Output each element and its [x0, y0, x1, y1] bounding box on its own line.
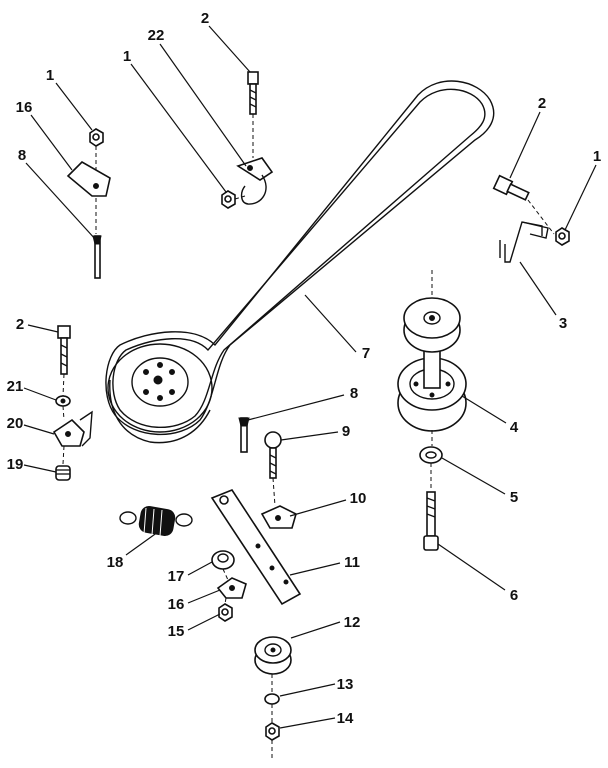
callout-10: 10: [350, 490, 367, 507]
callout-22: 22: [148, 27, 165, 44]
washer-21: [55, 395, 71, 407]
spacer-17: [211, 550, 235, 570]
idler-arm-11: [210, 489, 302, 606]
callout-12: 12: [344, 614, 361, 631]
hook-bracket-22: [236, 157, 274, 205]
bracket-10: [260, 505, 297, 529]
callout-1-right: 1: [593, 148, 601, 165]
bracket-20: [52, 410, 93, 447]
callout-4: 4: [510, 419, 519, 436]
idler-pulley-12: [254, 636, 292, 675]
callout-7: 7: [362, 345, 370, 362]
callout-13: 13: [337, 676, 354, 693]
bolt-2-top: [247, 71, 259, 115]
callout-15: 15: [168, 623, 185, 640]
callout-2-right: 2: [538, 95, 546, 112]
engine-pulley: [107, 343, 213, 433]
bracket-16-top: [66, 161, 111, 197]
stud-8-mid: [238, 417, 250, 453]
nut-top-left: [89, 128, 104, 147]
idler-pulley-4: [397, 297, 467, 432]
bolt-9: [264, 431, 282, 479]
callout-16-top: 16: [16, 99, 33, 116]
callout-5: 5: [510, 489, 518, 506]
callout-labels: 2 22 1 1 16 8 2 1 3 7 2 21 20 19 8 9 4 5…: [7, 10, 602, 727]
spacer-19: [55, 465, 71, 481]
leader-lines: [23, 25, 597, 729]
bracket-3: [499, 221, 549, 263]
spacer-5: [419, 446, 443, 464]
callout-6: 6: [510, 587, 518, 604]
callout-21: 21: [7, 378, 24, 395]
nut-1-right: [555, 227, 570, 246]
nut-15: [218, 603, 233, 622]
callout-8-top: 8: [18, 147, 26, 164]
callout-1-top-left: 1: [46, 67, 54, 84]
bracket-16-bottom: [216, 577, 247, 599]
callout-14: 14: [337, 710, 354, 727]
bolt-6: [423, 491, 439, 551]
bolt-2-left: [57, 325, 71, 375]
callout-8-mid: 8: [350, 385, 358, 402]
nut-14: [265, 722, 280, 741]
callout-9: 9: [342, 423, 350, 440]
callout-17: 17: [168, 568, 185, 585]
callout-16-bottom: 16: [168, 596, 185, 613]
callout-19: 19: [7, 456, 24, 473]
callout-18: 18: [107, 554, 124, 571]
spring-18: [119, 506, 193, 537]
callout-11: 11: [344, 554, 360, 571]
nut-1-mid: [221, 190, 236, 209]
bolt-2-right: [492, 174, 530, 201]
callout-3: 3: [559, 315, 567, 332]
stud-8-top: [92, 235, 102, 279]
centerlines: [62, 114, 555, 760]
washer-13: [264, 693, 280, 705]
callout-2-top: 2: [201, 10, 209, 27]
callout-1-mid-left: 1: [123, 48, 131, 65]
callout-20: 20: [7, 415, 24, 432]
callout-2-left: 2: [16, 316, 24, 333]
